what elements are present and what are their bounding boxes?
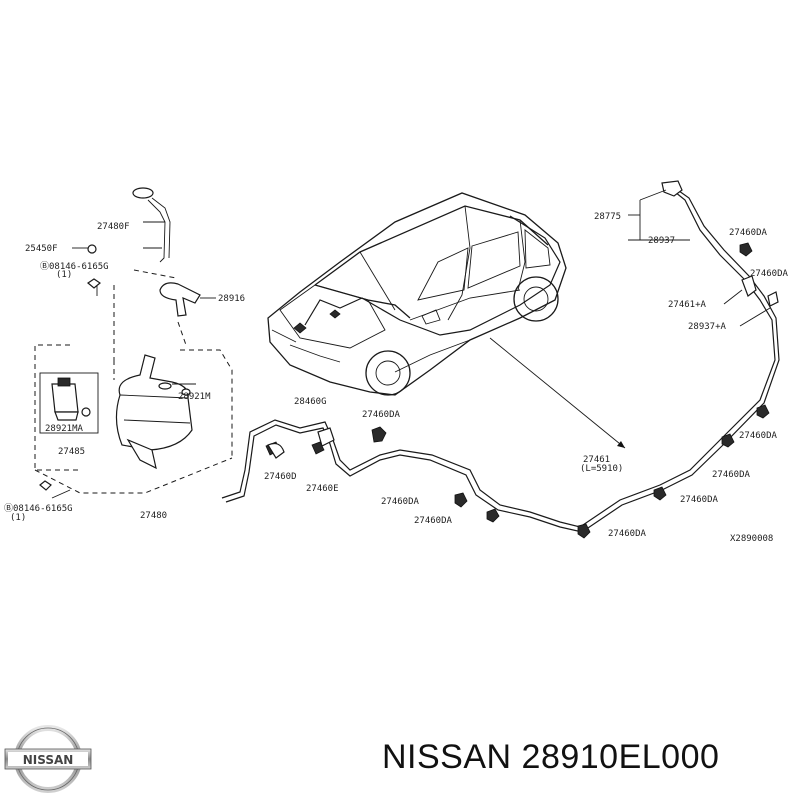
label-27460DA-6: 27460DA	[739, 431, 778, 441]
label-27461: 27461	[583, 455, 610, 465]
label-27460DA-5: 27460DA	[750, 269, 789, 279]
label-27460E: 27460E	[306, 484, 339, 494]
label-27480F: 27480F	[97, 222, 130, 232]
arrow-head	[617, 441, 625, 448]
drawing-id: X2890008	[730, 534, 773, 544]
leader-car-27461	[489, 337, 626, 449]
label-27460DA-8: 27460DA	[680, 495, 719, 505]
nissan-logo-text: NISSAN	[23, 753, 74, 767]
label-27461-length: (L=5910)	[580, 464, 623, 474]
part-labels: 27480F 25450F Ⓑ08146-6165G (1) 28916 289…	[4, 212, 789, 544]
label-27460DA-3: 27460DA	[414, 516, 453, 526]
label-27485: 27485	[58, 447, 85, 457]
label-27460DA-4: 27460DA	[729, 228, 768, 238]
caption-part-number: 28910EL000	[521, 738, 720, 776]
label-08146-top: Ⓑ08146-6165G	[40, 261, 109, 272]
label-08146-bottom-qty: (1)	[10, 513, 26, 523]
caption-brand: NISSAN	[382, 738, 512, 776]
label-28460G: 28460G	[294, 397, 327, 407]
label-28916: 28916	[218, 294, 245, 304]
car-illustration	[267, 192, 567, 396]
label-27460DA-7: 27460DA	[712, 470, 751, 480]
reservoir-assembly	[34, 187, 233, 499]
label-28775: 28775	[594, 212, 621, 222]
label-27460DA-9: 27460DA	[608, 529, 647, 539]
label-25450F: 25450F	[25, 244, 58, 254]
label-27460D: 27460D	[264, 472, 297, 482]
label-27461A: 27461+A	[668, 300, 707, 310]
label-28937: 28937	[648, 236, 675, 246]
label-08146-top-qty: (1)	[56, 270, 72, 280]
label-28937A: 28937+A	[688, 322, 727, 332]
nissan-logo: NISSAN	[4, 725, 92, 793]
label-28921M: 28921M	[178, 392, 211, 402]
label-27460DA-2: 27460DA	[381, 497, 420, 507]
label-08146-bottom: Ⓑ08146-6165G	[4, 503, 73, 514]
hose-routing	[221, 180, 780, 539]
label-27480: 27480	[140, 511, 167, 521]
label-27460DA-1: 27460DA	[362, 410, 401, 420]
label-28921MA: 28921MA	[45, 424, 84, 434]
part-caption: NISSAN 28910EL000	[382, 738, 719, 777]
